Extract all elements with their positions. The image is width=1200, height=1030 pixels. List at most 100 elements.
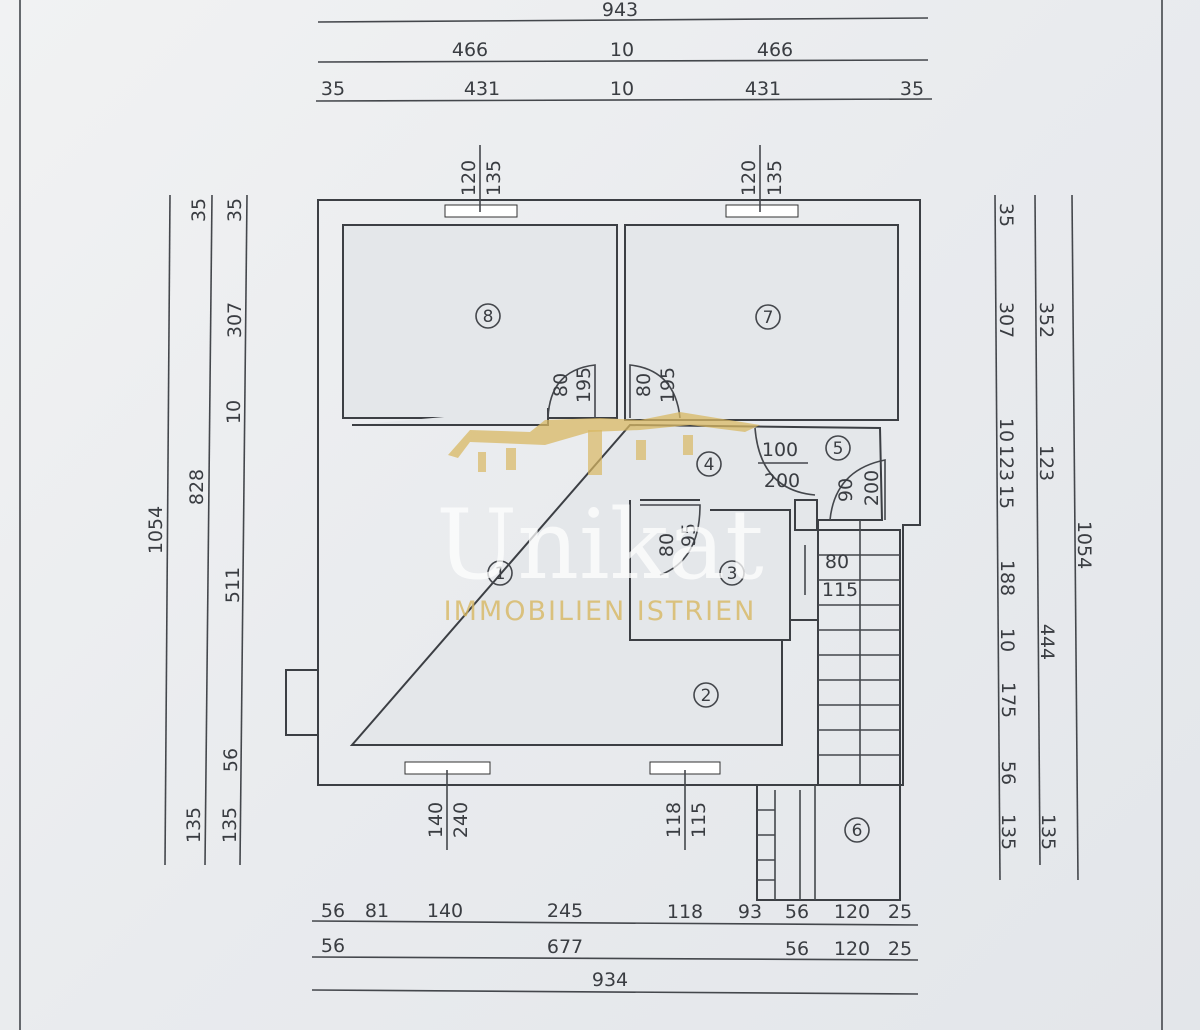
- chimney: [285, 669, 319, 736]
- dim-label: 118: [667, 901, 703, 923]
- dim-label: 466: [452, 39, 488, 61]
- dim-label: 35: [321, 78, 345, 100]
- dim-label: 828: [186, 469, 208, 505]
- left-dimensions: 1054 35 828 135 35 307 10 511 56 135: [145, 194, 248, 866]
- dim-label: 123: [995, 445, 1017, 481]
- dim-label: 431: [464, 78, 500, 100]
- window-width: 120: [458, 160, 480, 196]
- window: [444, 204, 518, 218]
- door-height: 195: [573, 367, 595, 403]
- room-number: 6: [852, 821, 863, 841]
- window-width: 118: [663, 802, 685, 838]
- dim-label: 307: [224, 302, 246, 338]
- room-numbers: 1 2 3 4 5 6 7 8: [475, 303, 870, 843]
- dim-label: 35: [224, 198, 246, 222]
- window-height: 135: [764, 160, 786, 196]
- dim-label: 135: [997, 814, 1019, 850]
- bottom-dimensions: 56 81 140 245 118 93 56 120 25 56 677 56…: [311, 900, 919, 995]
- staircase: [817, 529, 901, 786]
- dim-label: 10: [995, 418, 1017, 442]
- top-dimensions: 943 466 10 466 35 431 10 431 35: [315, 0, 933, 102]
- room-8: [342, 224, 618, 419]
- dim-label: 56: [997, 761, 1019, 785]
- watermark-tagline: IMMOBILIEN ISTRIEN: [444, 596, 757, 627]
- window-width: 140: [425, 802, 447, 838]
- dim-label: 1054: [145, 506, 167, 554]
- door-width: 100: [762, 439, 798, 461]
- room-number: 7: [763, 308, 774, 328]
- door-height: 200: [764, 470, 800, 492]
- dim-label: 56: [785, 938, 809, 960]
- room-number: 1: [495, 564, 506, 584]
- dim-label: 56: [220, 748, 242, 772]
- stair-treads: [757, 520, 900, 900]
- dim-label: 175: [997, 682, 1019, 718]
- door-swing: [629, 364, 681, 419]
- room-number: 2: [701, 686, 712, 706]
- watermark: Unikat IMMOBILIEN ISTRIEN: [436, 412, 764, 627]
- dim-label: 352: [1035, 302, 1057, 338]
- dim-label: 135: [219, 807, 241, 843]
- door-width: 90: [835, 478, 857, 502]
- dim-label: 943: [602, 0, 638, 21]
- dim-label: 140: [427, 900, 463, 922]
- window-height: 115: [688, 802, 710, 838]
- dim-label: 511: [222, 567, 244, 603]
- dim-label: 25: [888, 938, 912, 960]
- door-height: 115: [822, 579, 858, 601]
- dim-label: 35: [188, 198, 210, 222]
- door-height: 95: [678, 523, 700, 547]
- dim-label: 307: [995, 302, 1017, 338]
- dim-label: 466: [757, 39, 793, 61]
- door-swing: [829, 459, 886, 521]
- dim-label: 10: [610, 39, 634, 61]
- windows: 120 135 120 135 140 240 118 115: [404, 145, 799, 850]
- room-number: 3: [727, 564, 738, 584]
- room-number: 4: [704, 455, 715, 475]
- door-width: 80: [633, 373, 655, 397]
- dim-label: 93: [738, 901, 762, 923]
- door-swing: [547, 364, 596, 419]
- dim-label: 120: [834, 901, 870, 923]
- watermark-brand: Unikat: [436, 489, 763, 601]
- window: [725, 204, 799, 218]
- dim-label: 444: [1036, 624, 1058, 660]
- window-height: 240: [450, 802, 472, 838]
- window-height: 135: [483, 160, 505, 196]
- dim-label: 431: [745, 78, 781, 100]
- dim-label: 1054: [1073, 521, 1095, 569]
- dim-label: 934: [592, 969, 628, 991]
- dim-label: 188: [996, 560, 1018, 596]
- dim-label: 56: [321, 900, 345, 922]
- dim-label: 81: [365, 900, 389, 922]
- dim-label: 135: [183, 807, 205, 843]
- door-swing: [640, 504, 701, 576]
- house-roof-logo-icon: [448, 412, 760, 458]
- door-swing: [754, 427, 816, 496]
- room-number: 5: [833, 439, 844, 459]
- door-width: 80: [825, 551, 849, 573]
- dim-label: 245: [547, 900, 583, 922]
- dim-label: 56: [785, 901, 809, 923]
- room-number: 8: [483, 307, 494, 327]
- door-width: 80: [550, 373, 572, 397]
- dim-label: 10: [996, 628, 1018, 652]
- dim-label: 35: [900, 78, 924, 100]
- dim-label: 25: [888, 901, 912, 923]
- doors: 80 195 80 195 100 200 90 200 80 95 80 11…: [547, 364, 886, 601]
- dim-label: 10: [223, 400, 245, 424]
- dim-label: 35: [995, 203, 1017, 227]
- column: [794, 499, 818, 531]
- door-height: 200: [861, 470, 883, 506]
- dim-label: 56: [321, 935, 345, 957]
- dim-label: 120: [834, 938, 870, 960]
- dim-label: 677: [547, 936, 583, 958]
- door-height: 195: [657, 367, 679, 403]
- right-dimensions: 35 307 10 123 15 188 10 175 56 135 352 1…: [994, 194, 1095, 881]
- dim-label: 15: [995, 485, 1017, 509]
- dim-label: 135: [1037, 814, 1059, 850]
- room-3: [629, 499, 791, 641]
- window-width: 120: [738, 160, 760, 196]
